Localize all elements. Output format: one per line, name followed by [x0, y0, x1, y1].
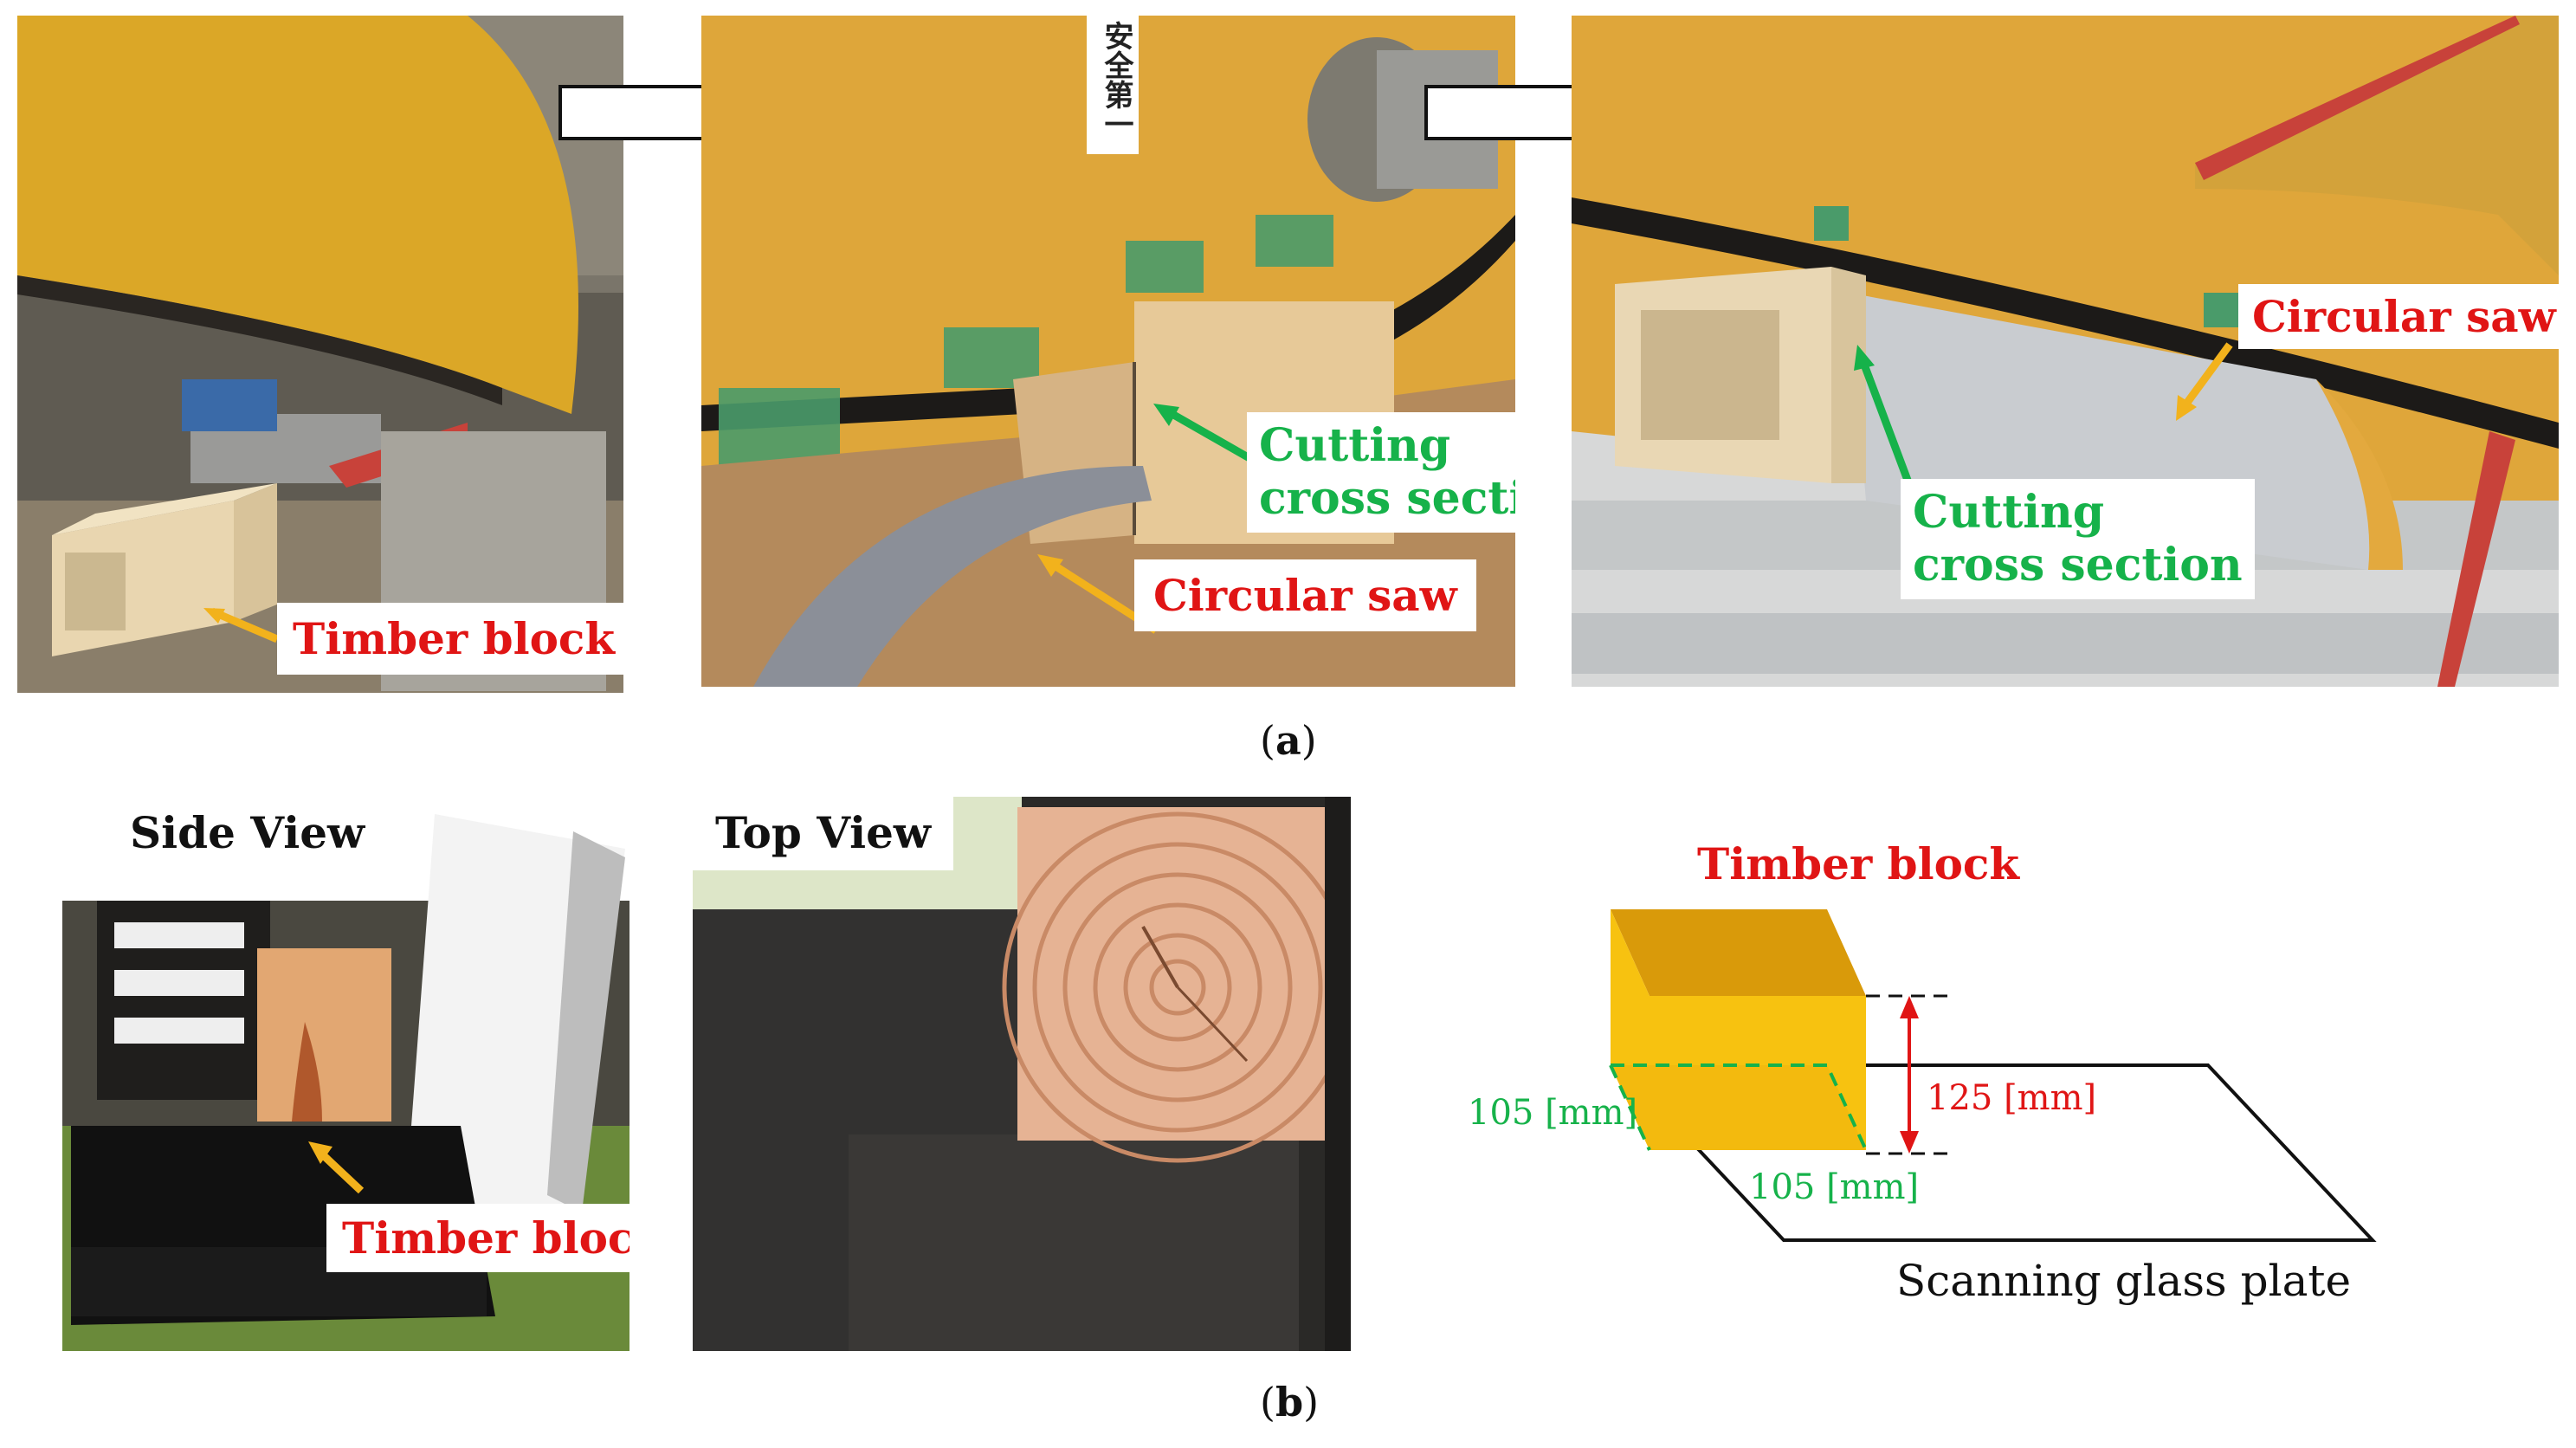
diagram-svg	[1609, 909, 2377, 1242]
dim-width-label: 105 [mm]	[1468, 1093, 1638, 1133]
timber-block-label: Timber block	[277, 603, 623, 675]
cutting-label-line-1: Cutting	[1259, 419, 1451, 472]
caption-b-letter: b	[1275, 1379, 1304, 1425]
caption-b-close: )	[1303, 1379, 1320, 1425]
circular-saw-label-right: Circular saw	[2238, 284, 2559, 349]
caption-a-open: (	[1260, 717, 1275, 764]
scanning-glass-plate-label: Scanning glass plate	[1896, 1256, 2352, 1306]
side-view-title: Side View	[62, 797, 388, 870]
photo-timber-block-on-conveyor: Timber block	[17, 16, 623, 693]
caption-b-open: (	[1260, 1379, 1275, 1425]
caption-a: (a)	[1260, 717, 1317, 764]
safety-sign: 安全第一	[1099, 21, 1133, 139]
caption-b: (b)	[1260, 1379, 1319, 1425]
top-view-illustration	[693, 797, 1351, 1351]
cutting-label-line-2: cross section	[1259, 472, 1515, 526]
cutting-cross-section-label-right: Cutting cross section	[1901, 479, 2255, 599]
top-view-title: Top View	[693, 797, 953, 870]
photo-1-illustration	[17, 16, 623, 693]
photo-cutting-with-circular-saw: 安全第一 Cutting cross section Circular saw	[701, 16, 1515, 687]
block-base-dashed-outline	[1611, 1063, 1868, 1151]
photo-side-view-scanner: Side View Timber block	[62, 797, 629, 1351]
diagram-title: Timber block	[1697, 838, 2020, 889]
dim-height-label: 125 [mm]	[1927, 1078, 2097, 1118]
cutting-label-right-line-2: cross section	[1913, 539, 2243, 592]
timber-block-diagram: Timber block 105 [mm] 105 [mm] 125 [mm] …	[1468, 823, 2563, 1351]
cutting-label-right-line-1: Cutting	[1913, 486, 2105, 539]
caption-a-close: )	[1301, 717, 1317, 764]
caption-a-letter: a	[1275, 717, 1301, 764]
side-view-illustration	[62, 797, 629, 1351]
dim-depth-label: 105 [mm]	[1749, 1167, 1920, 1207]
photo-top-view-cross-section: Top View	[693, 797, 1351, 1351]
photo-after-cutting: Circular saw Cutting cross section	[1572, 16, 2559, 687]
cutting-cross-section-label: Cutting cross section	[1247, 412, 1515, 533]
side-view-timber-block-label: Timber block	[326, 1204, 629, 1272]
circular-saw-label: Circular saw	[1134, 559, 1476, 631]
block-top-face	[1611, 909, 1866, 996]
scanning-glass-plate-outline	[1615, 1063, 2377, 1242]
